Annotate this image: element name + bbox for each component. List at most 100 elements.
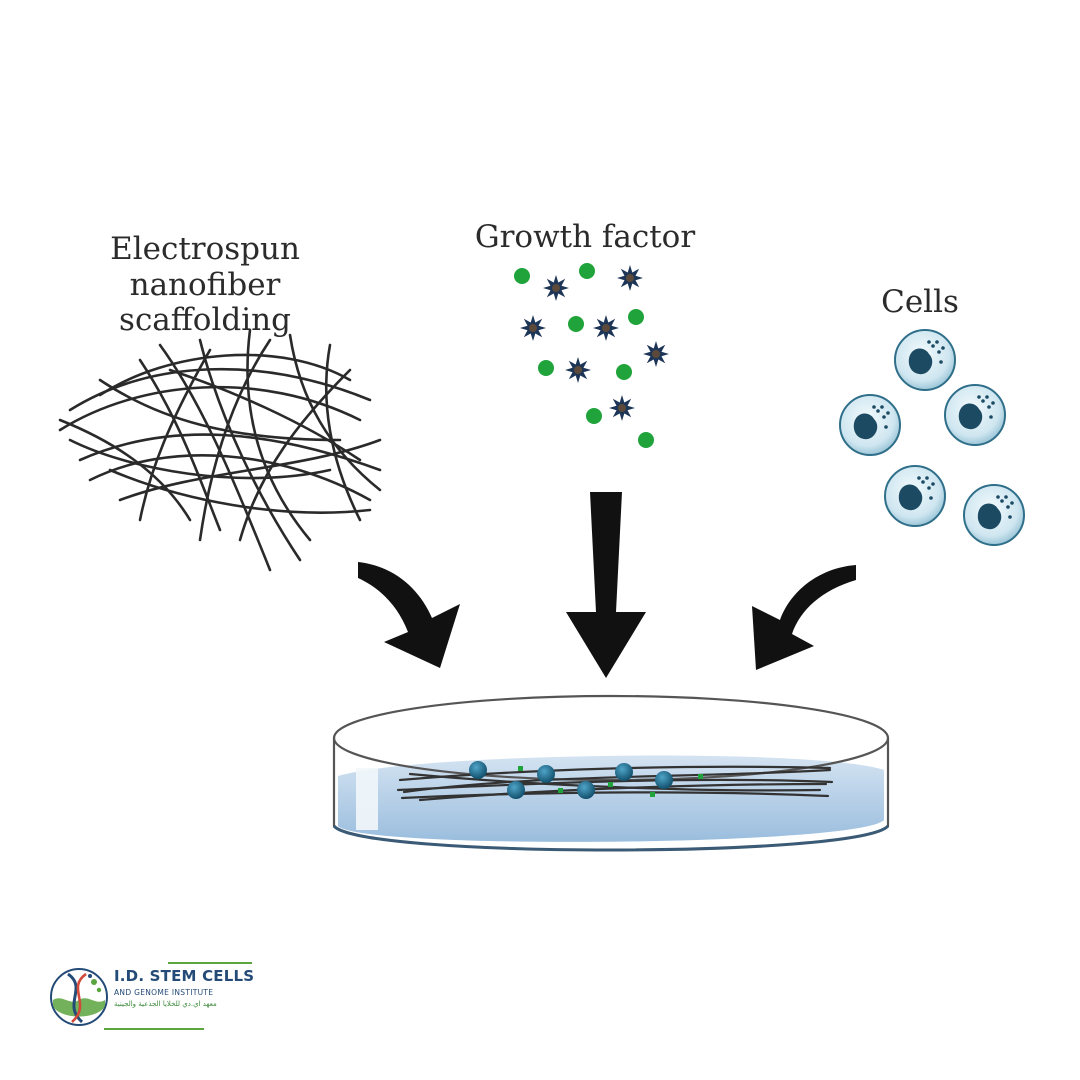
scaffold-fiber (138, 358, 222, 532)
cells-illustration (839, 329, 1025, 546)
cell-granule (921, 480, 925, 484)
cell-icon (963, 484, 1025, 546)
seeded-cell (537, 765, 555, 783)
green-dot-icon (568, 316, 584, 332)
cell-icon (944, 384, 1006, 446)
logo-accent-line-bottom (104, 1028, 204, 1030)
dish-fiber (418, 782, 828, 802)
scaffold-fiber (88, 454, 372, 502)
seeded-cell (507, 781, 525, 799)
dna-globe-icon (50, 968, 108, 1026)
straight-arrow-icon-center (566, 492, 646, 678)
cell-granule (991, 401, 995, 405)
dish-base (332, 824, 890, 852)
logo-arabic-name: معهد اي.دي للخلايا الجذعية والجينية (114, 999, 217, 1008)
cell-granule (876, 409, 880, 413)
label-scaffold-line1: Electrospun (110, 231, 300, 267)
logo-title: I.D. STEM CELLS (114, 967, 255, 985)
label-scaffold-line2: nanofiber scaffolding (119, 266, 291, 339)
scaffold-fiber (68, 438, 332, 480)
star-core (574, 366, 582, 374)
scaffold-fiber (98, 353, 352, 397)
scaffold-fiber (198, 338, 272, 542)
cell-granule (1008, 515, 1012, 519)
cell-granule (935, 340, 939, 344)
scaffold-fiber (58, 418, 192, 522)
green-dot-icon (628, 309, 644, 325)
cell-granule (981, 399, 985, 403)
seeded-growth-factor (650, 792, 655, 797)
cell-granule (931, 482, 935, 486)
dish-fiber (400, 791, 830, 800)
institute-logo: I.D. STEM CELLS AND GENOME INSTITUTE معه… (48, 962, 268, 1032)
navy-star-icon (565, 357, 591, 383)
cell-nucleus (977, 503, 1002, 530)
star-core (626, 274, 634, 282)
seeded-cell (655, 771, 673, 789)
cell-granule (1010, 501, 1014, 505)
green-dot-icon (579, 263, 595, 279)
star-core (618, 404, 626, 412)
seeded-growth-factor (558, 788, 563, 793)
cell-granule (977, 395, 981, 399)
cell-nucleus (898, 484, 923, 511)
cell-granule (884, 425, 888, 429)
green-dot-icon (638, 432, 654, 448)
scaffold-fiber (108, 468, 372, 514)
logo-text: I.D. STEM CELLS AND GENOME INSTITUTE معه… (114, 968, 274, 1008)
scaffold-fiber (325, 343, 362, 522)
star-core (602, 324, 610, 332)
curved-arrow-icon-left (358, 562, 460, 668)
seeded-cell (469, 761, 487, 779)
cell-nucleus (958, 403, 983, 430)
seeded-growth-factor (698, 774, 703, 779)
cell-granule (931, 344, 935, 348)
scaffold-fiber (288, 333, 382, 492)
scaffold-fiber (98, 378, 342, 442)
logo-accent-line (168, 962, 252, 964)
cell-granule (886, 411, 890, 415)
cell-granule (929, 496, 933, 500)
cell-granule (985, 395, 989, 399)
scaffold-fiber (118, 438, 382, 502)
cell-granule (927, 340, 931, 344)
scaffold-fiber (158, 343, 272, 572)
green-dot-icon (538, 360, 554, 376)
dish-rim (332, 694, 890, 782)
logo-subtitle: AND GENOME INSTITUTE (114, 987, 214, 997)
cell-granule (987, 405, 991, 409)
cell-nucleus (853, 413, 878, 440)
navy-star-icon (543, 275, 569, 301)
cell-granule (1006, 505, 1010, 509)
cell-granule (989, 415, 993, 419)
cell-granule (880, 405, 884, 409)
cell-granule (1004, 495, 1008, 499)
navy-star-icon (593, 315, 619, 341)
green-dot-icon (586, 408, 602, 424)
scaffold-fiber (138, 348, 212, 522)
dish-cells-seeded (469, 761, 703, 799)
seeded-growth-factor (518, 766, 523, 771)
seeded-cell (577, 781, 595, 799)
seeded-cell (615, 763, 633, 781)
cell-granule (882, 415, 886, 419)
nanofiber-scaffold-illustration (58, 328, 382, 572)
green-dot-icon (514, 268, 530, 284)
cell-icon (884, 465, 946, 527)
navy-star-icon (643, 341, 669, 367)
cell-nucleus (908, 348, 933, 375)
cell-granule (925, 476, 929, 480)
growth-factor-particles (514, 263, 669, 448)
cell-icon (894, 329, 956, 391)
label-electrospun-scaffolding: Electrospun nanofiber scaffolding (40, 231, 370, 339)
scaffold-fiber (238, 368, 352, 542)
dish-fiber (398, 765, 832, 782)
cell-icon (839, 394, 901, 456)
navy-star-icon (609, 395, 635, 421)
cell-granule (927, 486, 931, 490)
cell-granule (996, 495, 1000, 499)
star-core (652, 350, 660, 358)
star-core (529, 324, 537, 332)
dish-scaffold-fibers (396, 765, 834, 802)
